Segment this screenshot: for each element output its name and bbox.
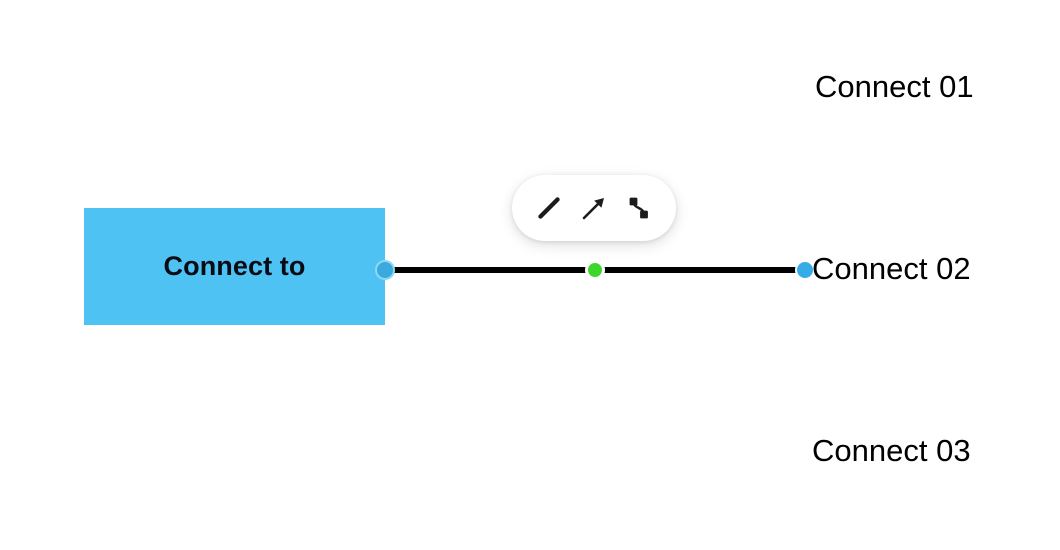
straight-line-icon bbox=[536, 195, 562, 221]
node-label: Connect to bbox=[163, 251, 306, 281]
midpoint-handle[interactable] bbox=[585, 260, 605, 280]
canvas-label-connect-03[interactable]: Connect 03 bbox=[812, 433, 971, 468]
arrow-button[interactable] bbox=[575, 189, 613, 227]
elbow-connector-icon bbox=[626, 195, 652, 221]
straight-line-button[interactable] bbox=[530, 189, 568, 227]
target-handle[interactable] bbox=[795, 260, 815, 280]
canvas-label-connect-02[interactable]: Connect 02 bbox=[812, 251, 971, 286]
connector-type-toolbar[interactable] bbox=[512, 175, 676, 241]
canvas-label-connect-01[interactable]: Connect 01 bbox=[815, 69, 974, 104]
node-connect-to[interactable]: Connect to bbox=[84, 208, 385, 325]
arrow-icon bbox=[580, 194, 608, 222]
source-handle[interactable] bbox=[375, 260, 395, 280]
elbow-connector-button[interactable] bbox=[620, 189, 658, 227]
